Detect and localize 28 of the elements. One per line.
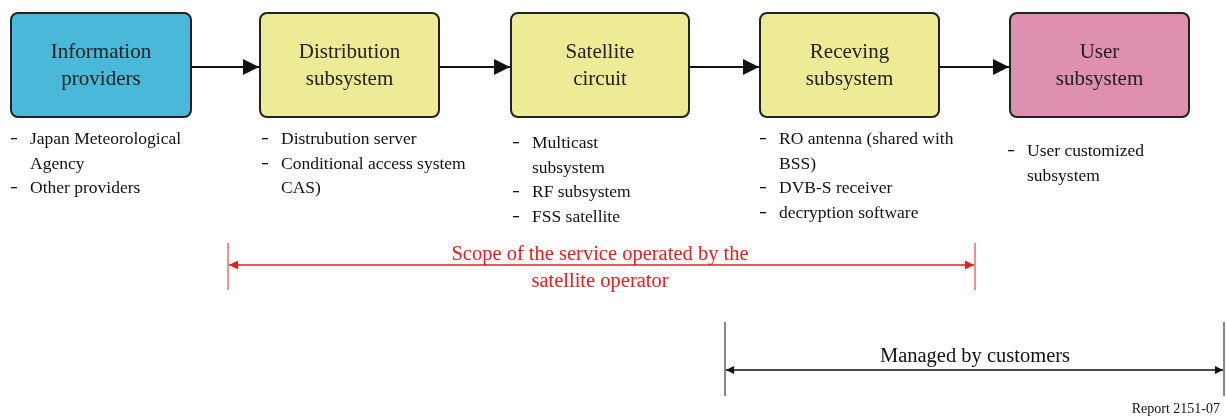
arrow <box>689 59 760 75</box>
bullet-item: RF subsystem <box>532 181 631 201</box>
bullet-item: Other providers <box>30 177 141 197</box>
bullet-item: RO antenna (shared with BSS) <box>779 128 954 173</box>
box-label: Receving subsystem <box>804 37 895 92</box>
bullet-item: FSS satellite <box>532 205 620 226</box>
box-label: Distribution subsystem <box>297 37 402 92</box>
process-box <box>759 12 940 118</box>
bullet-item: DVB-S receiver <box>779 177 893 197</box>
bullet-item: Distrubution server <box>281 128 417 148</box>
report-number: Report 2151-07 <box>1131 400 1220 418</box>
box-label: Satellite circuit <box>564 37 636 92</box>
scope-label: Managed by customers <box>878 343 1072 369</box>
scope-label: Scope of the service operated by the satellite operator <box>450 241 750 294</box>
process-box <box>10 12 192 118</box>
arrow <box>439 59 511 75</box>
bullet-item: Conditional access system CAS) <box>281 152 466 197</box>
process-box <box>510 12 690 118</box>
bullet-item: decryption software <box>779 201 919 222</box>
box-label: Information providers <box>49 37 153 92</box>
bullet-item: User customized subsystem <box>1027 140 1145 185</box>
process-box <box>1009 12 1190 118</box>
bullet-item: Japan Meteorological Agency <box>30 128 182 173</box>
arrow <box>939 59 1010 75</box>
bullet-item: Multicast subsystem <box>532 132 605 177</box>
arrow <box>191 59 260 75</box>
process-box <box>259 12 440 118</box>
box-label: User subsystem <box>1054 37 1145 92</box>
